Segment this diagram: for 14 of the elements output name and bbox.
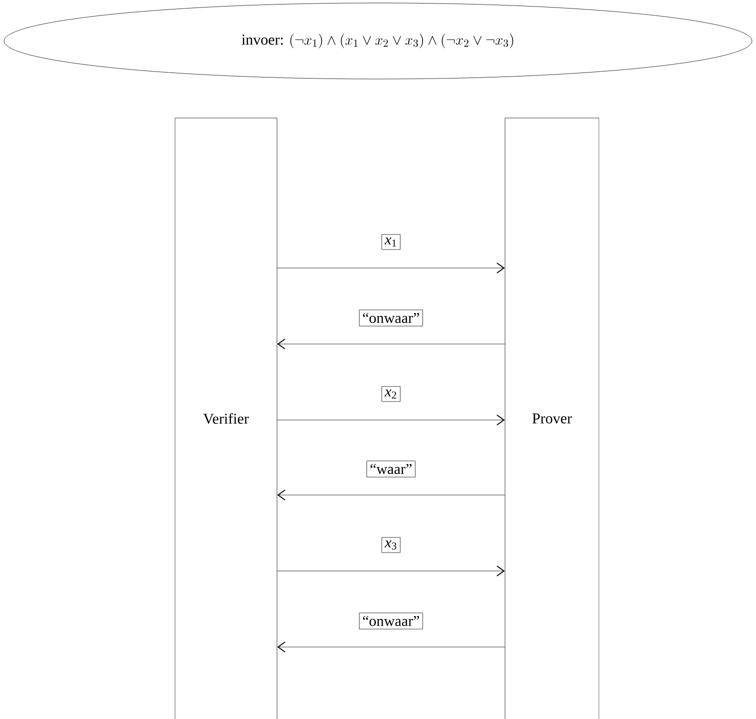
edge-label: “waar” (366, 460, 416, 478)
arrow (277, 566, 505, 576)
edge-label: x$_{1}$ (382, 234, 400, 250)
arrow (277, 642, 505, 652)
lifeline-column: Verifier (174, 118, 278, 719)
edge-label: “onwaar” (359, 310, 423, 326)
arrow (277, 338, 505, 350)
arrow (277, 490, 505, 500)
edge-label: “onwaar” (359, 612, 423, 630)
edge-label: x$_{3}$ (382, 537, 400, 553)
arrow (277, 262, 505, 274)
edge-label: x$_{2}$ (382, 386, 400, 402)
lifeline-column: Prover (504, 118, 600, 719)
arrow (277, 414, 505, 426)
